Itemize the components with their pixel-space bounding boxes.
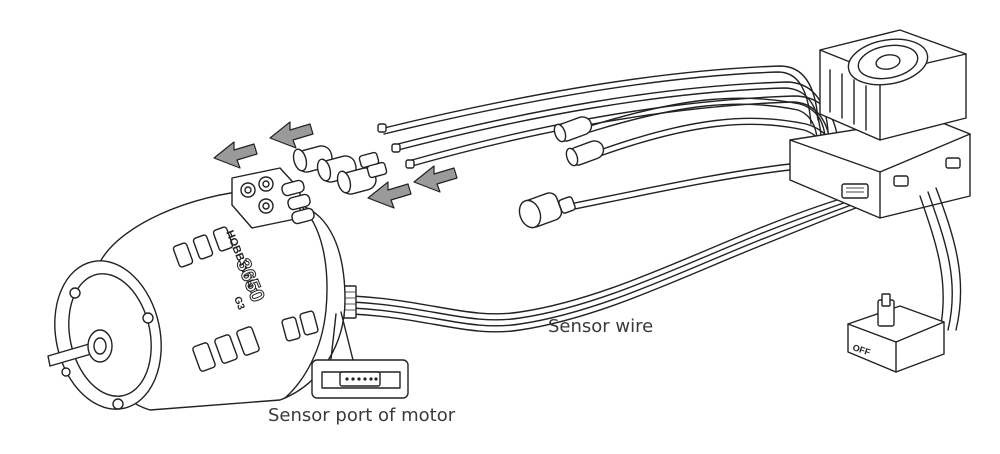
esc-unit	[789, 29, 971, 219]
sensor-port-label: Sensor port of motor	[268, 405, 456, 426]
direction-arrows	[213, 121, 458, 209]
sensor-wire-label: Sensor wire	[548, 316, 654, 337]
arrow-icon	[413, 165, 458, 193]
motor-suffix-marking: G3	[231, 295, 246, 312]
brushless-motor: HOBBYWING 3650 G3	[47, 167, 356, 411]
arrow-icon	[367, 181, 412, 209]
esc-switch: OFF	[847, 187, 962, 373]
arrow-icon	[269, 121, 314, 149]
sensor-wire	[351, 195, 857, 333]
capacitor	[518, 162, 835, 229]
bullet-connectors	[292, 145, 388, 195]
arrow-icon	[213, 141, 258, 169]
sensor-port-callout	[311, 359, 409, 399]
sensor-connector-motor-end	[343, 285, 357, 319]
